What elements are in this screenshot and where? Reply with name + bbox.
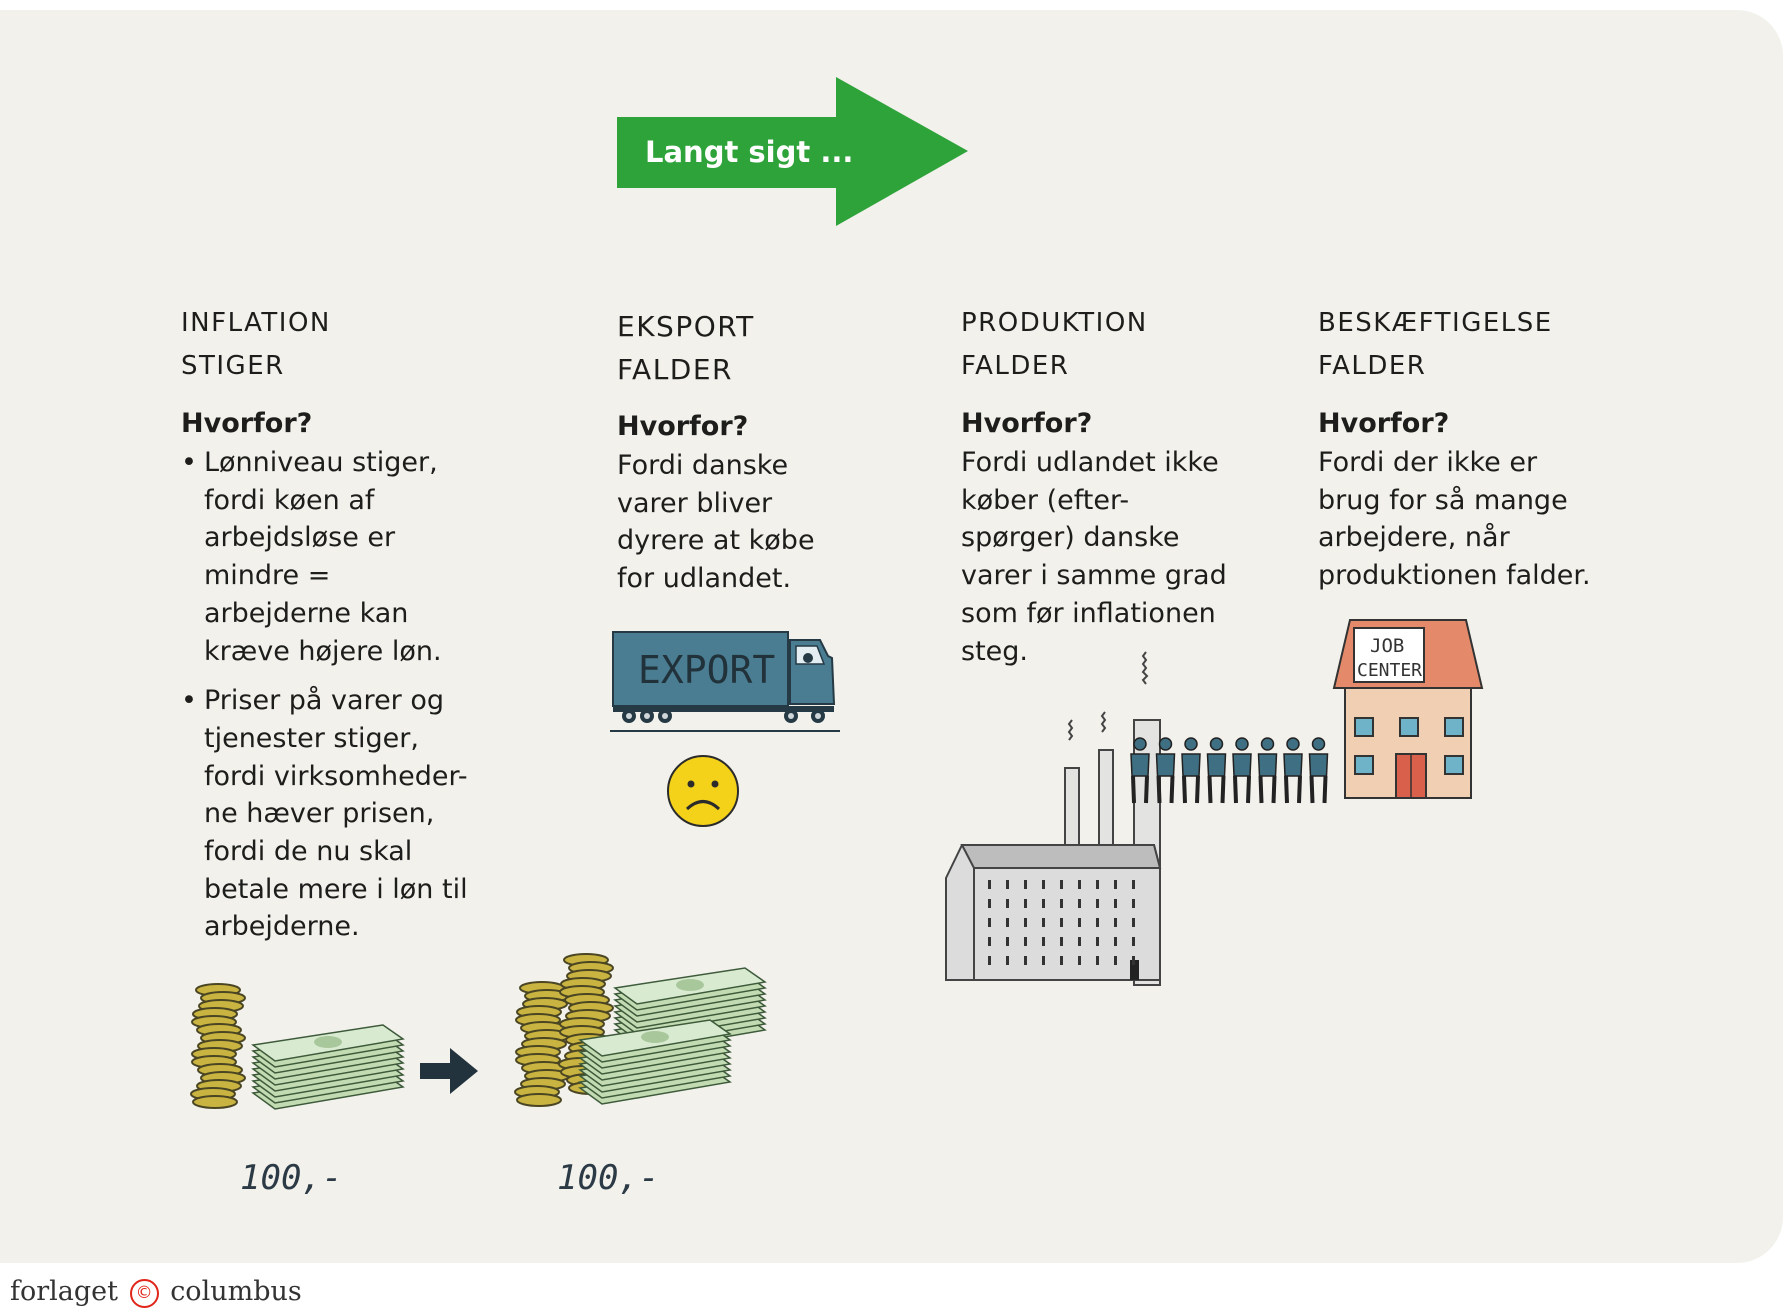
job-center-scene: JOB CENTER [1130, 619, 1484, 804]
jobcenter-line2: CENTER [1357, 660, 1422, 681]
arrow-label: Langt sigt ... [645, 135, 853, 169]
logo-symbol: © [129, 1279, 159, 1308]
heading-line1: EKSPORT [617, 310, 755, 343]
money-after-label: 100,- [557, 1158, 660, 1198]
heading-production: PRODUKTION FALDER [961, 302, 1148, 388]
worker-icon [1130, 737, 1150, 804]
why-label: Hvorfor? [961, 408, 1093, 439]
worker-icon [1155, 737, 1176, 804]
sad-face-icon [667, 755, 739, 827]
logo-prefix: forlaget [10, 1276, 118, 1307]
coin [192, 1095, 238, 1109]
reason-text: Lønniveau stiger, fordi køen af arbejdsl… [204, 447, 442, 667]
money-before-illustration [190, 983, 478, 1110]
factory-windows [988, 880, 1135, 965]
heading-line2: STIGER [181, 351, 285, 381]
truck-label: EXPORT [638, 648, 775, 692]
job-center-icon: JOB CENTER [1332, 619, 1484, 799]
export-truck-icon: EXPORT [610, 631, 840, 732]
heading-employment: BESKÆFTIGELSE FALDER [1318, 302, 1553, 388]
jobcenter-line1: JOB [1370, 635, 1404, 657]
reason-list: •Lønniveau stiger, fordi køen af arbejds… [181, 444, 481, 958]
long-term-arrow: Langt sigt ... [617, 77, 968, 226]
money-after-illustration [514, 953, 767, 1107]
heading-line2: FALDER [961, 351, 1070, 381]
reason-text: Fordi danske varer bliver dyrere at købe… [617, 450, 815, 595]
worker-icon [1283, 737, 1303, 804]
coin [516, 1093, 562, 1107]
heading-line2: FALDER [1318, 351, 1427, 381]
factory-icon [945, 651, 1162, 986]
worker-icon [1257, 737, 1278, 804]
reason-text: Priser på varer og tjenester stiger, for… [204, 685, 468, 943]
banknotes-icon [251, 1024, 405, 1110]
worker-icon [1232, 737, 1252, 804]
banknotes-icon [578, 1019, 732, 1105]
heading-inflation: INFLATION STIGER [181, 302, 331, 388]
bullet-icon: • [181, 685, 197, 717]
why-label: Hvorfor? [1318, 408, 1450, 439]
heading-line1: BESKÆFTIGELSE [1318, 308, 1553, 338]
worker-icon [1308, 737, 1329, 804]
worker-icon [1206, 737, 1227, 804]
logo-suffix: columbus [170, 1276, 302, 1307]
worker-icon [1181, 737, 1201, 804]
heading-line1: INFLATION [181, 308, 331, 338]
coins-stack-icon [190, 983, 246, 1109]
reason-item: •Priser på varer og tjenester stiger, fo… [181, 682, 481, 946]
arrow-shape [617, 77, 968, 226]
why-label: Hvorfor? [181, 408, 313, 439]
publisher-logo: forlaget © columbus [10, 1276, 302, 1308]
coins-stack-icon [514, 981, 570, 1107]
heading-line2: FALDER [617, 353, 733, 386]
reason-text: Fordi udlandet ikke køber (efter-spørger… [961, 447, 1227, 667]
reason-item: •Lønniveau stiger, fordi køen af arbejds… [181, 444, 481, 670]
workers-queue-icon [1130, 737, 1329, 804]
reason-text: Fordi der ikke er brug for så mange arbe… [1318, 447, 1591, 592]
right-arrow-icon [420, 1048, 478, 1094]
heading-export: EKSPORT FALDER [617, 305, 755, 391]
heading-line1: PRODUKTION [961, 308, 1148, 338]
why-label: Hvorfor? [617, 411, 749, 442]
money-before-label: 100,- [240, 1158, 343, 1198]
bullet-icon: • [181, 447, 197, 478]
